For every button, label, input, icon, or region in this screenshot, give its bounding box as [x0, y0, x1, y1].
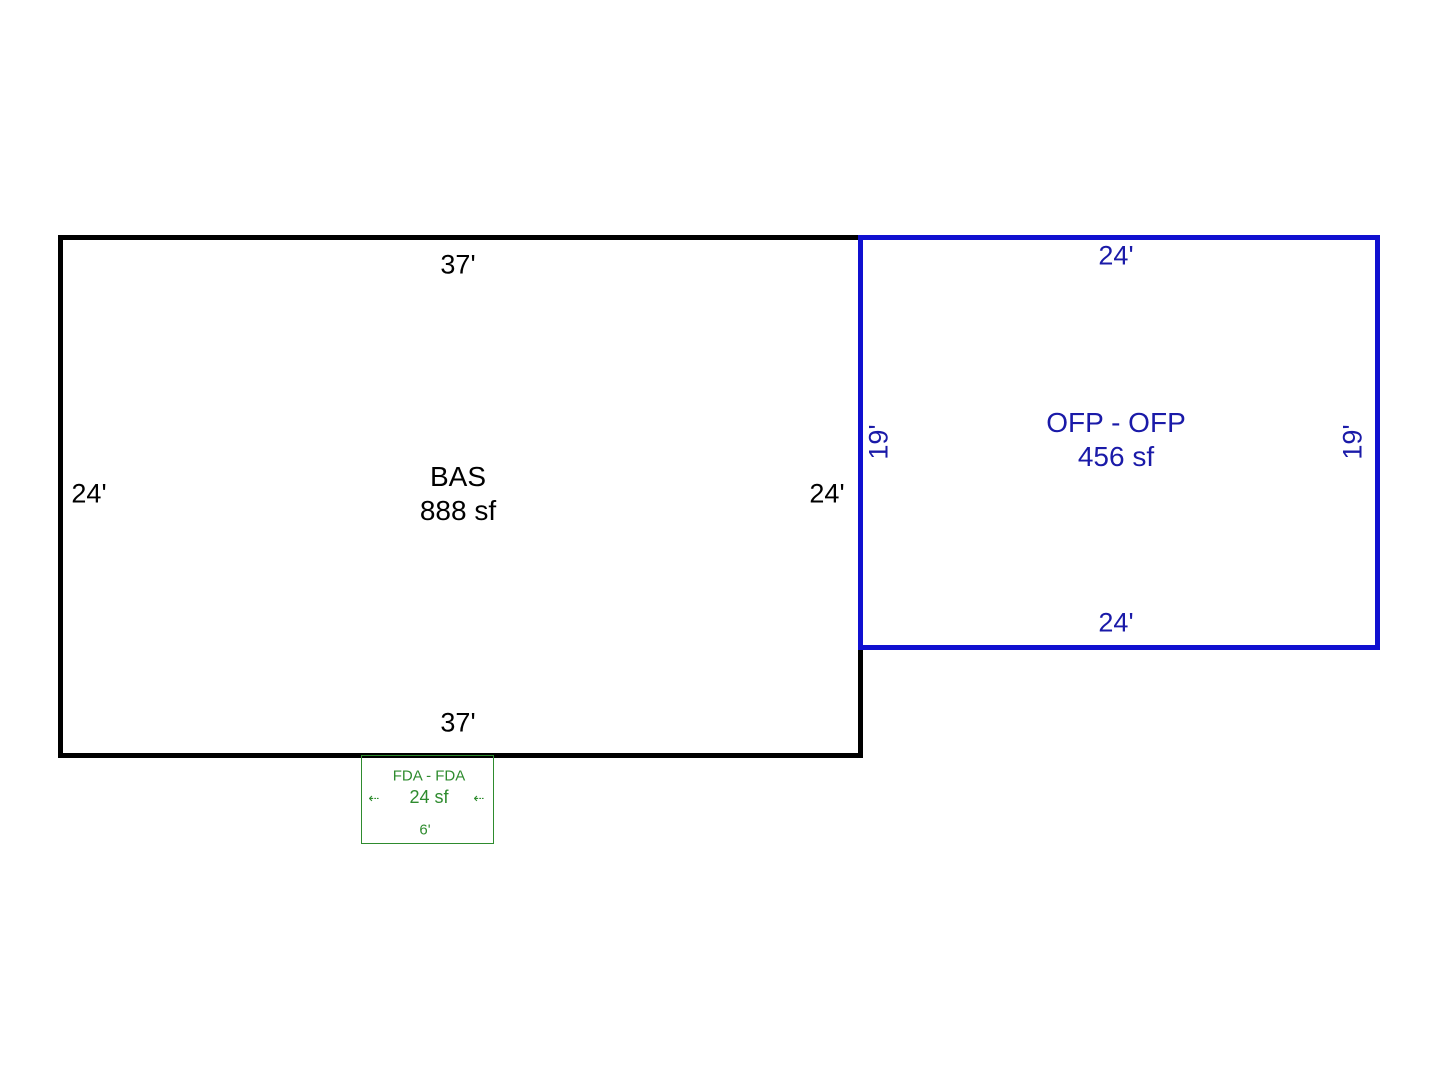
- fda-label: FDA - FDA: [392, 767, 466, 785]
- ofp-dim-top: 24': [1098, 240, 1134, 271]
- fda-area: 24 sf: [409, 787, 449, 807]
- room-fda[interactable]: [361, 755, 494, 844]
- room-ofp[interactable]: [858, 235, 1380, 650]
- ofp-label: OFP - OFP: [1046, 407, 1186, 438]
- bas-dim-right: 24': [809, 478, 845, 509]
- ofp-area: 456 sf: [1077, 441, 1155, 472]
- bas-area: 888 sf: [419, 495, 497, 526]
- arrow-left-icon: ⇠: [368, 790, 380, 806]
- bas-dim-bottom: 37': [440, 707, 476, 738]
- ofp-dim-right: 19': [1337, 424, 1368, 460]
- bas-dim-left: 24': [71, 478, 107, 509]
- ofp-dim-bottom: 24': [1098, 607, 1134, 638]
- bas-label: BAS: [429, 461, 487, 492]
- bas-dim-top: 37': [440, 249, 476, 280]
- arrow-left-icon: ⇠: [473, 790, 485, 806]
- ofp-dim-left: 19': [863, 424, 894, 460]
- fda-dim-bottom: 6': [419, 821, 431, 839]
